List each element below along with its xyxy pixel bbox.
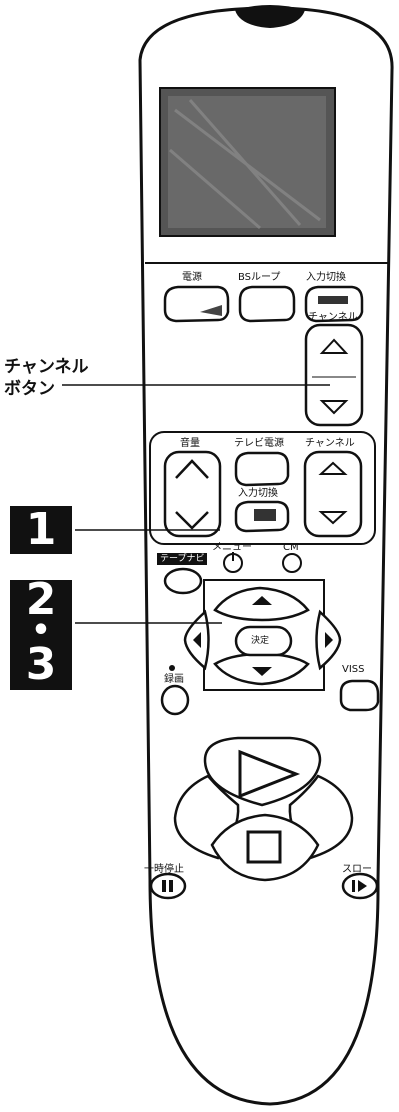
- remote-top-cap: [235, 5, 305, 28]
- tv-power-label: テレビ電源: [234, 438, 284, 449]
- menu-label: メニュー: [212, 542, 252, 553]
- bs-loop-button: [238, 285, 296, 323]
- input-switch-label-top: 入力切換: [306, 272, 346, 283]
- callout-line2: ボタン: [4, 379, 55, 399]
- play-button: [203, 736, 322, 807]
- pause-button: [149, 872, 187, 900]
- step-1-marker: 1: [10, 506, 72, 554]
- play-icon: [238, 749, 301, 799]
- tv-power-button: [234, 451, 290, 487]
- slow-label: スロー: [342, 864, 372, 875]
- record-button: [160, 684, 190, 716]
- viss-label: VISS: [342, 664, 365, 675]
- step-2-3-marker: 2 • 3: [10, 574, 72, 690]
- channel-label-top: チャンネル: [308, 312, 358, 323]
- channel-label-lower: チャンネル: [305, 438, 355, 449]
- step-dot: •: [31, 613, 51, 648]
- enter-button: [234, 625, 293, 657]
- cm-button: [282, 553, 302, 573]
- cm-label: CM: [283, 542, 299, 553]
- stop-button: [210, 813, 320, 882]
- bs-loop-label: BSループ: [238, 272, 281, 283]
- tape-navi-label: テープナビ: [157, 553, 208, 565]
- step-2-label: 2: [25, 574, 57, 625]
- power-button: [163, 285, 230, 323]
- volume-rocker: [163, 450, 222, 538]
- volume-label: 音量: [180, 438, 200, 449]
- tv-control-panel: [149, 431, 376, 545]
- stop-icon: [246, 830, 282, 864]
- channel-button-callout: チャンネル ボタン: [4, 356, 89, 400]
- tape-navi-button: [163, 567, 203, 595]
- viss-button: [339, 679, 380, 712]
- callout-line1: チャンネル: [4, 357, 89, 377]
- channel-rocker-lower: [303, 450, 363, 538]
- enter-label: 決定: [251, 636, 270, 646]
- power-label: 電源: [182, 272, 202, 283]
- step-3-label: 3: [25, 639, 57, 690]
- pause-label: 一時停止: [144, 864, 184, 875]
- record-label: 録画: [164, 674, 184, 685]
- input-switch-label: 入力切換: [238, 488, 278, 499]
